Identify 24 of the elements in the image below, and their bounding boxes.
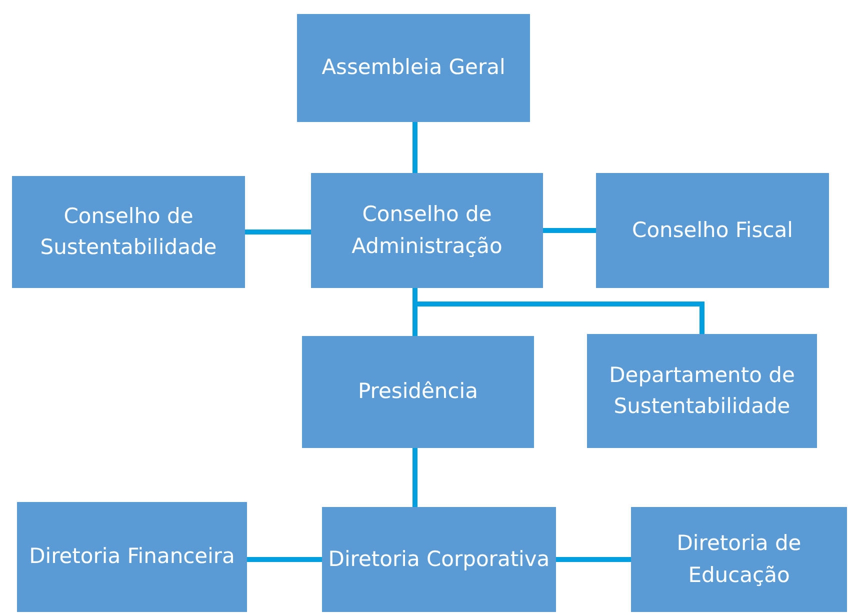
box-label: Departamento de Sustentabilidade [608,362,796,420]
box-label: Diretoria Corporativa [328,546,550,573]
connector-line [245,230,311,234]
org-box [17,502,247,612]
org-box [596,173,829,288]
box-label: Presidência [358,378,478,406]
connector-line [412,448,418,507]
connector-line [556,557,631,562]
box-label: Diretoria Financeira [29,543,235,570]
connector-line [412,122,418,173]
box-label: Conselho Fiscal [632,216,793,244]
box-label: Diretoria de Educação [676,530,802,588]
org-box [587,334,817,448]
connector-line [247,557,322,562]
org-box [12,176,245,288]
org-box [322,507,556,612]
box-label: Assembleia Geral [322,54,506,82]
box-label: Conselho de Sustentabilidade [39,202,218,261]
org-box [302,336,534,448]
org-box [631,507,847,612]
org-box [297,14,530,122]
box-label: Conselho de Administração [350,201,504,260]
org-box [311,173,543,288]
connector-line [543,228,596,233]
